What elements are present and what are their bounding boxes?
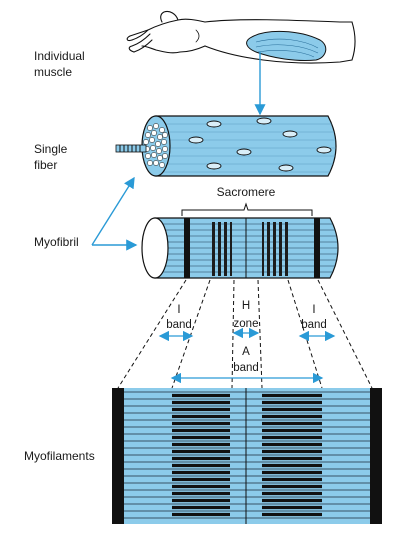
thick-filament: [172, 463, 230, 468]
label-myofilaments: Myofilaments: [24, 449, 95, 463]
extracted-myofibril: [115, 144, 147, 153]
single-fiber-cylinder: [141, 115, 337, 177]
z-disk-left: [112, 388, 124, 524]
thick-filament: [262, 421, 322, 426]
thick-filament: [262, 456, 322, 461]
thick-filament: [262, 407, 322, 412]
svg-text:A: A: [242, 346, 250, 358]
svg-text:band: band: [301, 319, 327, 331]
sacromere-brace: [181, 202, 313, 216]
thick-filament: [172, 414, 230, 419]
thin-filaments: [124, 391, 370, 519]
thick-filament: [172, 435, 230, 440]
thick-filament: [262, 505, 322, 510]
thick-filament: [262, 463, 322, 468]
thick-filament: [172, 400, 230, 405]
thick-filament: [262, 428, 322, 433]
thick-filaments: [172, 393, 322, 517]
thick-filament: [172, 456, 230, 461]
label-single-fiber: Single fiber: [34, 142, 68, 172]
thick-filament: [262, 435, 322, 440]
label-i-band-right: I band: [301, 304, 327, 331]
thick-filament: [172, 470, 230, 475]
svg-text:Single: Single: [34, 142, 68, 156]
thick-filament: [172, 421, 230, 426]
thick-filament: [262, 414, 322, 419]
svg-text:fiber: fiber: [34, 158, 57, 172]
thick-filament: [262, 442, 322, 447]
thick-filament: [262, 498, 322, 503]
thick-filament: [172, 484, 230, 489]
thick-filament: [172, 442, 230, 447]
z-disk-right: [370, 388, 382, 524]
thick-filament: [262, 470, 322, 475]
fiber-end-myofibrils: [143, 123, 168, 168]
thick-filament: [262, 491, 322, 496]
thick-filament: [172, 449, 230, 454]
thick-filament: [172, 407, 230, 412]
thick-filament: [172, 512, 230, 517]
myofibril-cylinder: [141, 217, 339, 279]
svg-text:I: I: [177, 304, 180, 316]
thick-filament: [262, 393, 322, 398]
thick-filament: [172, 477, 230, 482]
svg-text:band: band: [166, 319, 192, 331]
forearm-muscle: [246, 30, 327, 61]
forearm-muscle-striations: [255, 38, 319, 58]
arrow-myofibril-to-fiber: [91, 176, 135, 246]
label-i-band-left: I band: [166, 304, 192, 331]
svg-text:zone: zone: [234, 318, 259, 330]
svg-text:H: H: [242, 300, 250, 312]
label-h-zone: H zone: [234, 300, 259, 330]
forearm-illustration: [126, 10, 356, 64]
thick-filament: [262, 400, 322, 405]
thick-filament: [172, 428, 230, 433]
thick-filament: [262, 477, 322, 482]
thick-filament: [172, 505, 230, 510]
svg-text:band: band: [233, 362, 259, 374]
label-a-band: A band: [233, 346, 259, 374]
fiber-nuclei: [188, 117, 332, 172]
myofilaments-block: [112, 388, 382, 524]
thick-filament: [172, 491, 230, 496]
label-sacromere: Sacromere: [217, 185, 276, 199]
svg-text:Individual: Individual: [34, 49, 85, 63]
thick-filament: [172, 498, 230, 503]
label-myofibril: Myofibril: [34, 235, 79, 249]
svg-text:muscle: muscle: [34, 65, 72, 79]
thick-filament: [262, 449, 322, 454]
thick-filament: [262, 512, 322, 517]
label-individual-muscle: Individual muscle: [34, 49, 85, 79]
svg-text:I: I: [312, 304, 315, 316]
thick-filament: [262, 484, 322, 489]
thick-filament: [172, 393, 230, 398]
